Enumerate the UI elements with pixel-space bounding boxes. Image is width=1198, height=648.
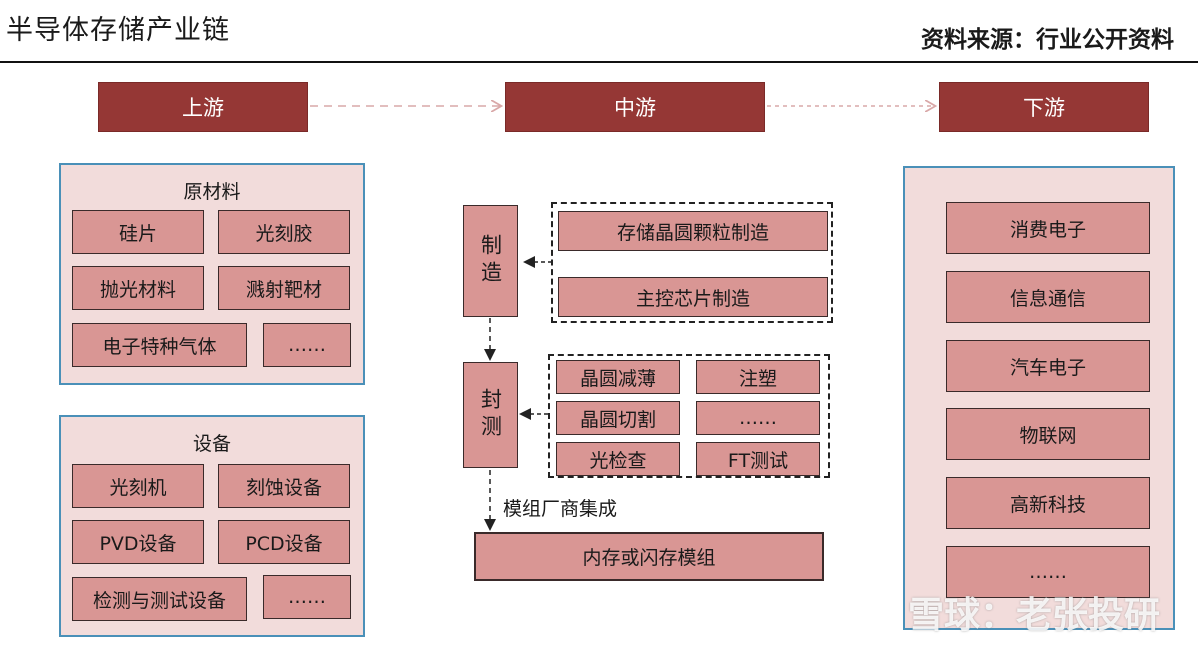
downstream-item: 消费电子 <box>946 202 1150 254</box>
group-raw-materials: 原材料 硅片 光刻胶 抛光材料 溅射靶材 电子特种气体 …… <box>59 163 365 385</box>
raw-material-item: 光刻胶 <box>218 210 350 254</box>
equipment-item: 检测与测试设备 <box>72 577 247 621</box>
manufacturing-item: 主控芯片制造 <box>558 277 828 317</box>
manufacturing-label: 制造 <box>463 205 518 317</box>
source-note: 资料来源：行业公开资料 <box>921 27 1174 53</box>
watermark-text: 雪球：老张投研 <box>907 595 1160 636</box>
raw-material-item: 溅射靶材 <box>218 266 350 310</box>
downstream-item: 高新科技 <box>946 477 1150 529</box>
raw-material-item: 硅片 <box>72 210 204 254</box>
equipment-item: 光刻机 <box>72 464 204 508</box>
packaging-testing-item: FT测试 <box>696 442 820 476</box>
packaging-testing-item: 晶圆切割 <box>556 401 680 435</box>
header-divider <box>0 61 1198 63</box>
page-title: 半导体存储产业链 <box>6 15 230 46</box>
stage-downstream: 下游 <box>939 82 1149 132</box>
group-title-raw-materials: 原材料 <box>183 181 241 203</box>
packaging-testing-item: 光检查 <box>556 442 680 476</box>
stage-midstream: 中游 <box>505 82 765 132</box>
watermark: 雪球：老张投研 <box>862 586 1160 638</box>
packaging-testing-detail-group: 晶圆减薄 注塑 晶圆切割 …… 光检查 FT测试 <box>548 354 830 478</box>
equipment-item: 刻蚀设备 <box>218 464 350 508</box>
downstream-item-more: …… <box>946 546 1150 598</box>
module-box: 内存或闪存模组 <box>474 532 824 581</box>
packaging-testing-label: 封测 <box>463 362 518 468</box>
group-equipment: 设备 光刻机 刻蚀设备 PVD设备 PCD设备 检测与测试设备 …… <box>59 415 365 637</box>
equipment-item-more: …… <box>263 575 351 619</box>
stage-upstream: 上游 <box>98 82 308 132</box>
integration-caption: 模组厂商集成 <box>503 498 618 520</box>
raw-material-item: 抛光材料 <box>72 266 204 310</box>
downstream-item: 信息通信 <box>946 271 1150 323</box>
group-downstream: 消费电子 信息通信 汽车电子 物联网 高新科技 …… <box>903 166 1175 630</box>
manufacturing-item: 存储晶圆颗粒制造 <box>558 211 828 251</box>
downstream-item: 汽车电子 <box>946 340 1150 392</box>
packaging-testing-item: 注塑 <box>696 360 820 394</box>
raw-material-item: 电子特种气体 <box>72 323 247 367</box>
xueqiu-logo-icon <box>863 593 901 631</box>
packaging-testing-item-more: …… <box>696 401 820 435</box>
manufacturing-detail-group: 存储晶圆颗粒制造 主控芯片制造 <box>551 202 833 323</box>
downstream-item: 物联网 <box>946 408 1150 460</box>
raw-material-item-more: …… <box>263 323 351 367</box>
equipment-item: PCD设备 <box>218 520 350 564</box>
group-title-equipment: 设备 <box>192 433 231 455</box>
packaging-testing-item: 晶圆减薄 <box>556 360 680 394</box>
equipment-item: PVD设备 <box>72 520 204 564</box>
